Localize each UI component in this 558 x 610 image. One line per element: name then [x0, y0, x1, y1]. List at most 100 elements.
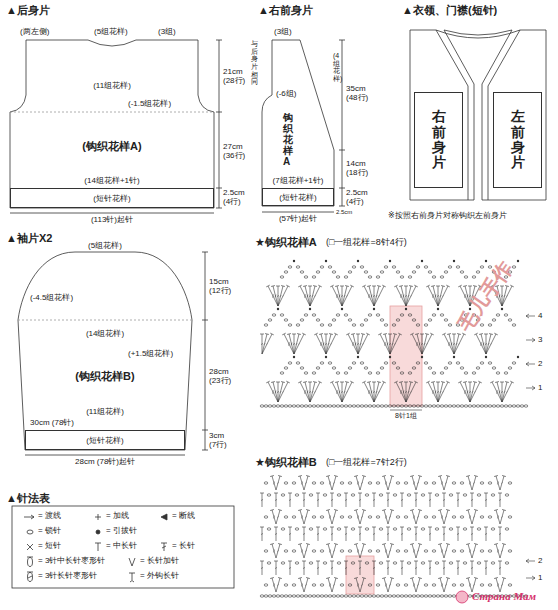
stitch-stroke	[456, 266, 460, 268]
stitch-stroke	[278, 382, 279, 402]
stitch-stroke	[502, 382, 512, 402]
stitch-stroke	[437, 391, 438, 393]
stitch-stroke	[473, 550, 474, 551]
section-title: ▲后身片	[6, 4, 50, 16]
stitch-stroke	[368, 390, 370, 393]
stitch-stroke	[376, 482, 380, 484]
stitch-stroke	[328, 578, 332, 592]
stitch-stroke	[350, 381, 354, 383]
stitch-stroke	[374, 382, 375, 402]
stitch-stroke	[388, 405, 392, 407]
stitch-stroke	[390, 577, 394, 578]
stitch-symbol	[161, 514, 167, 520]
stitch-stroke	[326, 543, 330, 544]
stitch-stroke	[345, 285, 349, 287]
stitch-stroke	[291, 343, 292, 346]
stitch-stroke	[456, 362, 460, 364]
stitch-stroke	[371, 295, 372, 298]
stitch-stroke	[467, 295, 468, 298]
stitch-stroke	[342, 382, 352, 402]
stitch-stroke	[376, 391, 377, 392]
stitch-stroke	[458, 285, 462, 287]
stitch-stroke	[340, 405, 344, 407]
stitch-stroke	[358, 334, 363, 354]
stitch-stroke	[410, 295, 412, 297]
stitch-stroke	[432, 595, 436, 597]
stitch-stroke	[508, 550, 512, 552]
stitch-stroke	[396, 584, 400, 586]
stitch-stroke	[436, 405, 440, 407]
stitch-stroke	[469, 584, 470, 587]
stitch-stroke	[432, 550, 436, 552]
stitch-stroke	[441, 550, 442, 553]
stitch-stroke	[492, 367, 496, 369]
stitch-stroke	[488, 584, 492, 586]
stitch-stroke	[304, 372, 308, 374]
stitch-stroke	[387, 567, 388, 569]
stitch-stroke	[405, 295, 406, 297]
stitch-stroke	[449, 334, 454, 354]
stitch-stroke	[302, 561, 306, 562]
stitch-stroke	[364, 382, 374, 402]
stitch-stroke	[360, 324, 364, 326]
stitch-stroke	[501, 516, 502, 517]
stitch-stroke	[329, 333, 333, 335]
stitch-stroke	[416, 362, 420, 364]
stitch-stroke	[446, 381, 450, 383]
stitch-stroke	[432, 482, 436, 484]
stitch-stroke	[456, 405, 460, 407]
stitch-stroke	[374, 527, 375, 541]
stitch-symbol	[129, 573, 135, 582]
stitch-stroke	[498, 561, 502, 562]
stitch-stroke	[367, 381, 371, 383]
stitch-stroke	[405, 308, 407, 310]
stitch-stroke	[354, 543, 358, 544]
stitch-stroke	[433, 382, 438, 402]
stitch-stroke	[357, 356, 359, 358]
stitch-stroke	[412, 595, 416, 597]
stitch-stroke	[261, 343, 262, 345]
stitch-stroke	[485, 499, 486, 501]
dimension-label: (□一组花样=8针4行)	[326, 238, 407, 248]
stitch-stroke	[376, 595, 380, 597]
stitch-stroke	[469, 391, 470, 393]
stitch-stroke	[368, 314, 372, 316]
stitch-stroke	[407, 494, 411, 496]
stitch-stroke	[452, 595, 456, 597]
repeat-highlight	[346, 556, 374, 594]
stitch-stroke	[361, 333, 365, 335]
stitch-stroke	[424, 343, 425, 344]
stitch-stroke	[406, 286, 407, 306]
stitch-stroke	[389, 482, 390, 483]
dimension-label: (4行)	[223, 198, 241, 207]
stitch-stroke	[27, 544, 33, 550]
stitch-stroke	[474, 509, 478, 510]
stitch-stroke	[468, 510, 472, 524]
stitch-stroke	[330, 381, 334, 383]
stitch-stroke	[320, 324, 324, 326]
stitch-stroke	[302, 333, 306, 335]
row-arrow	[532, 386, 535, 390]
section-title: ★钩织花样B	[255, 456, 317, 468]
stitch-stroke	[446, 577, 450, 578]
stitch-stroke	[441, 516, 442, 519]
stitch-stroke	[289, 533, 290, 535]
stitch-stroke	[288, 405, 292, 407]
stitch-stroke	[494, 475, 498, 476]
stitch-stroke	[334, 475, 338, 476]
stitch-stroke	[378, 391, 380, 393]
stitch-stroke	[295, 562, 299, 564]
legend-text: = 外钩长针	[140, 572, 179, 581]
stitch-stroke	[441, 381, 445, 383]
stitch-stroke	[267, 494, 271, 496]
stitch-stroke	[446, 509, 450, 510]
stitch-stroke	[273, 382, 278, 402]
stitch-stroke	[416, 405, 420, 407]
stitch-stroke	[377, 381, 381, 383]
stitch-stroke	[460, 516, 464, 518]
stitch-stroke	[336, 294, 338, 297]
stitch-stroke	[310, 382, 311, 402]
stitch-stroke	[331, 533, 332, 535]
stitch-stroke	[497, 482, 498, 485]
